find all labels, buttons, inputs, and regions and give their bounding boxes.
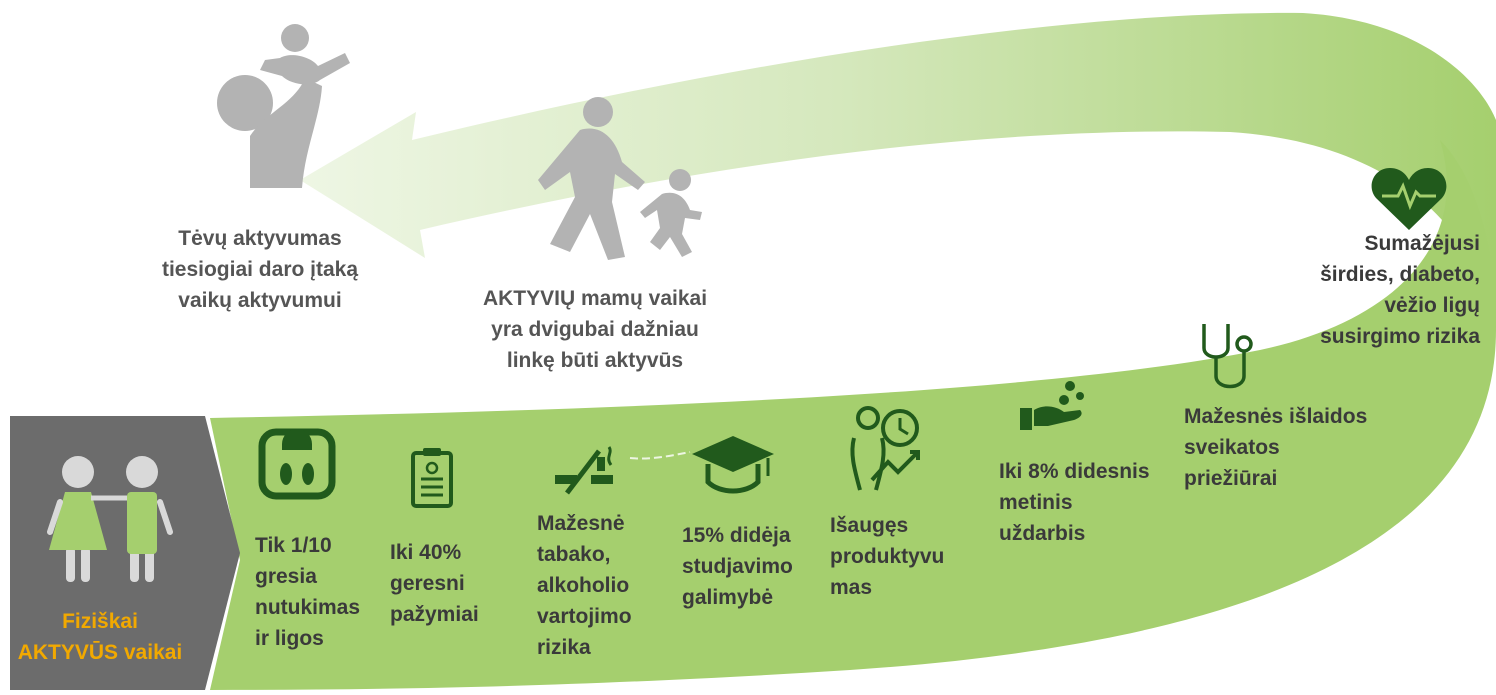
parent-lifting-child-icon [217, 24, 350, 188]
benefit-disease-risk-text: Sumažėjusi širdies, diabeto, vėžio ligų … [1320, 232, 1480, 348]
productivity-clock-icon [850, 406, 920, 491]
stethoscope-icon [1202, 324, 1253, 389]
benefit-healthcare-costs-text: Mažesnės išlaidos sveikatos priežiūrai [1184, 405, 1368, 490]
no-smoking-drinking-icon [555, 446, 613, 495]
benefit-productivity-text: Išaugęs produktyvu mas [830, 514, 945, 599]
parents-activity-text: Tėvų aktyvumas tiesiogiai daro įtaką vai… [161, 227, 359, 312]
benefit-earnings-text: Iki 8% didesnis metinis uždarbis [999, 460, 1150, 545]
scale-icon [258, 428, 336, 500]
benefit-band [210, 140, 1496, 690]
benefit-obesity-text: Tik 1/10 gresia nutukimas ir ligos [255, 534, 361, 650]
active-kids-label: Fiziškai AKTYVŪS vaikai [17, 610, 183, 664]
return-arrow [300, 12, 1496, 330]
heart-pulse-icon [1371, 168, 1447, 230]
active-mothers-text: AKTYVIŲ mamų vaikai yra dvigubai dažniau… [482, 287, 708, 372]
report-card-icon [411, 448, 453, 508]
two-children-icon [47, 456, 173, 582]
left-panel [10, 416, 240, 690]
benefit-tobacco-alcohol-text: Mažesnė tabako, alkoholio vartojimo rizi… [537, 512, 632, 659]
benefit-studies-text: 15% didėja studjavimo galimybė [682, 524, 793, 609]
mother-running-with-child-icon [538, 97, 702, 260]
benefit-grades-text: Iki 40% geresni pažymiai [390, 541, 479, 626]
hand-coins-icon [1020, 381, 1084, 430]
graduation-cap-icon [692, 436, 774, 494]
